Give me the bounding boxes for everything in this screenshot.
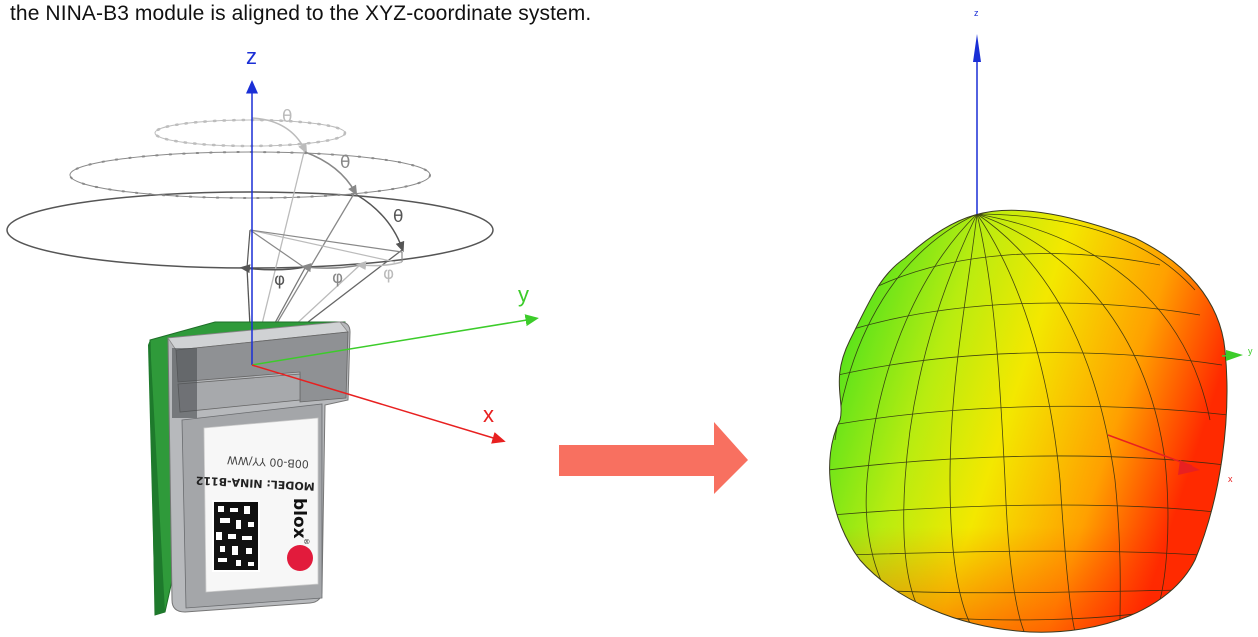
y-axis-label-left: y (518, 282, 529, 307)
theta-label-1: θ (282, 107, 292, 127)
y-axis-left (251, 314, 539, 366)
radiation-pattern-3d (829, 209, 1228, 633)
brand-text: blox (289, 498, 309, 539)
small-ellipse-dots (153, 118, 347, 148)
z-axis-label-left: z (246, 44, 257, 69)
x-axis-left (251, 364, 506, 444)
theta-arc-medium (304, 151, 358, 196)
phi-label-2: φ (332, 268, 343, 288)
nina-module: MODEL: NINA-B112 00B-00 YY/WW blox ® (148, 321, 351, 616)
theta-arc-light (251, 117, 308, 155)
transform-arrow (559, 422, 748, 494)
x-axis-right (1107, 434, 1193, 467)
caption: the NINA-B3 module is aligned to the XYZ… (10, 2, 592, 25)
right-figure: z (829, 8, 1253, 633)
y-axis-label-right: y (1248, 346, 1253, 356)
theta-label-2: θ (340, 153, 350, 173)
model-text: MODEL: NINA-B112 (195, 474, 315, 493)
registered-mark: ® (302, 538, 310, 545)
phi-label-3: φ (383, 264, 394, 284)
z-axis-label-right: z (974, 8, 979, 18)
data-matrix-code (212, 500, 260, 572)
ublox-logo-icon (287, 545, 313, 571)
theta-label-3: θ (393, 207, 403, 227)
theta-arc-dark (356, 194, 405, 253)
medium-ellipse-line (69, 151, 431, 199)
left-figure: θ θ θ φ φ φ MODEL: NINA-B112 00B-00 YY/W… (6, 44, 539, 616)
phi-arc-light (355, 260, 403, 270)
phi-label-1: φ (274, 270, 285, 290)
x-axis-label-right: x (1228, 474, 1233, 484)
x-axis-label-left: x (483, 402, 494, 427)
code-text: 00B-00 YY/WW (227, 453, 310, 470)
